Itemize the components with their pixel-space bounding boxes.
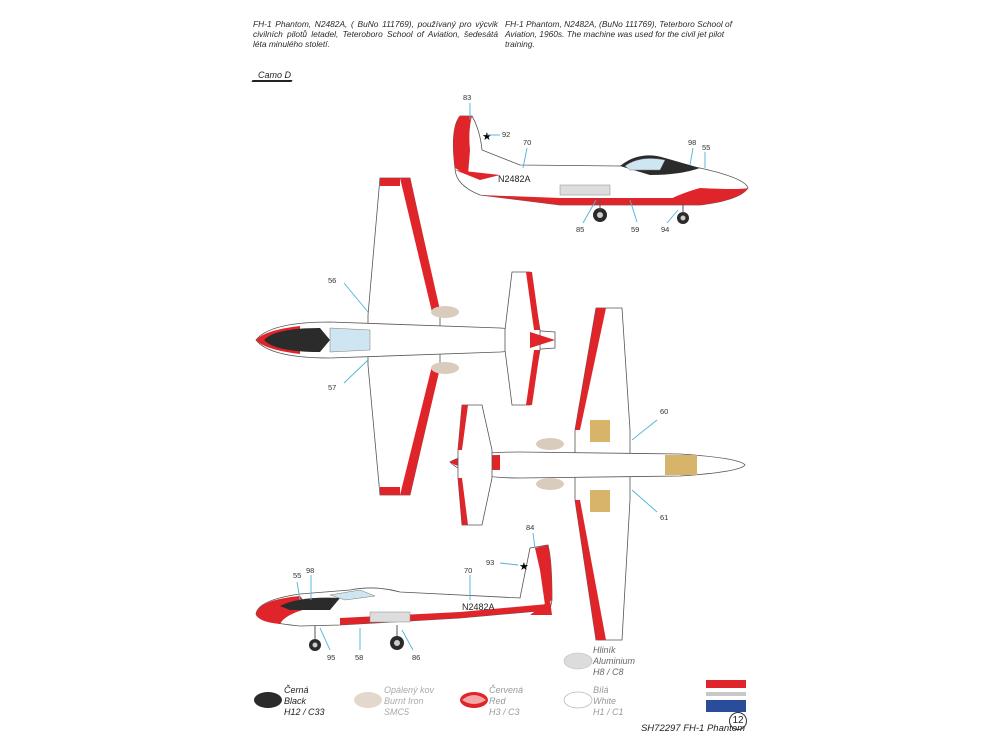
callout-56: 56 [328,276,336,285]
swatch-black [254,692,282,708]
callout-85: 85 [576,225,584,234]
callout-55: 55 [702,143,710,152]
svg-text:★: ★ [519,561,529,573]
callout-94: 94 [661,225,669,234]
callout-60: 60 [660,407,668,416]
caption-english: FH-1 Phantom, N2482A, (BuNo 111769), Tet… [505,19,733,50]
callout-59: 59 [631,225,639,234]
callout-61: 61 [660,513,668,522]
callout-57: 57 [328,383,336,392]
swatch-white [563,691,593,709]
callout-70: 70 [523,138,531,147]
callout-86: 86 [412,653,420,662]
svg-text:★: ★ [482,131,492,143]
callout-84: 84 [526,523,534,532]
manufacturer-logos [706,678,748,712]
side-profile-top: ★ N2482A [452,103,749,224]
callout-98: 98 [688,138,696,147]
kit-name: SH72297 FH-1 Phantom [640,723,745,734]
callout-58: 58 [355,653,363,662]
top-view [255,177,556,496]
callout-83: 83 [463,93,471,102]
bottom-view [449,307,746,641]
callout-93: 93 [486,558,494,567]
callout-70-bottom: 70 [464,566,472,575]
swatch-burnt-iron [354,692,382,708]
registration-top: N2482A [498,174,531,184]
callout-98-bottom: 98 [306,566,314,575]
callout-95: 95 [327,653,335,662]
callout-55-bottom: 55 [293,571,301,580]
caption-czech: FH-1 Phantom, N2482A, ( BuNo 111769), po… [253,19,498,50]
camo-label: Camo D [258,70,292,80]
callout-92: 92 [502,130,510,139]
page-number: 12 [729,712,747,730]
swatch-aluminium [563,652,593,670]
side-profile-bottom: ★ N2482A [255,532,553,651]
registration-bottom: N2482A [462,602,495,612]
